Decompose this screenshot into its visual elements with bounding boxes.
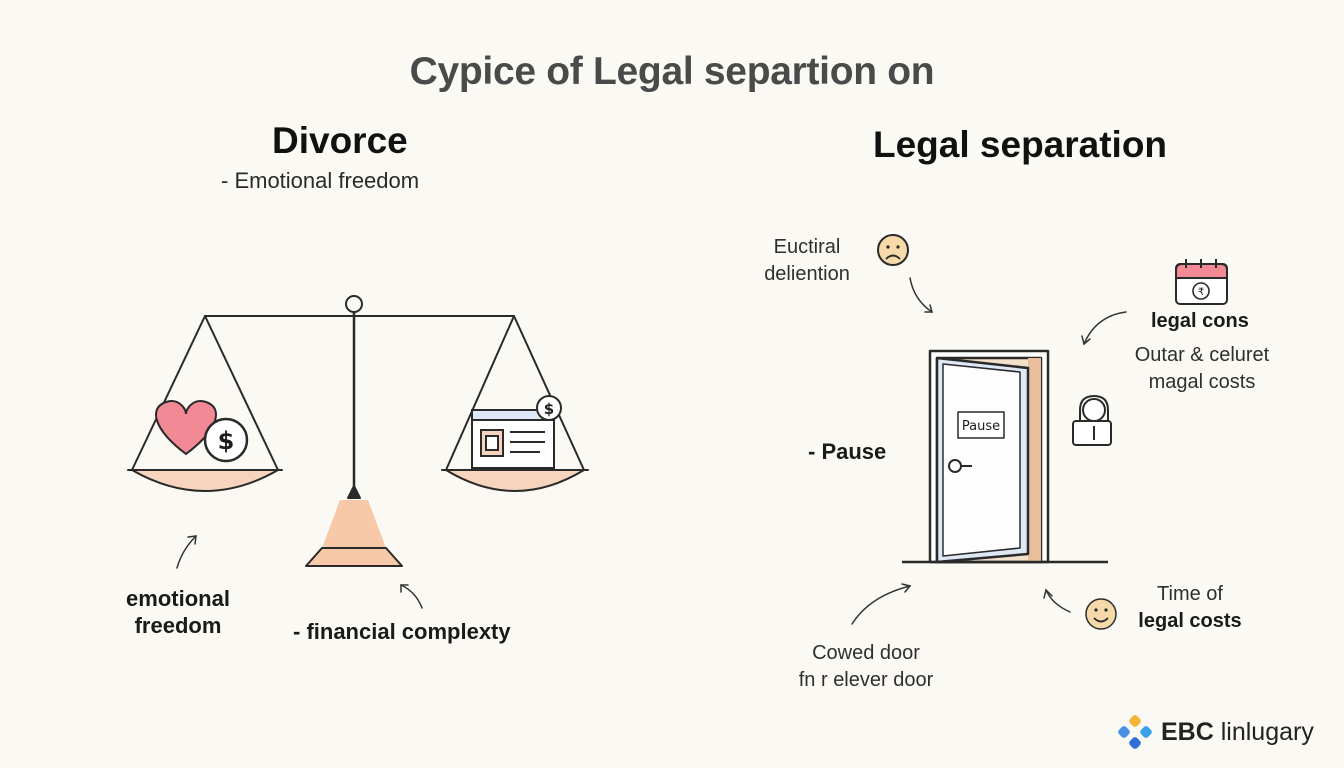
brand-logo-icon — [1118, 715, 1152, 749]
sad-face-icon — [877, 234, 909, 266]
label-emotional-freedom: emotional freedom — [126, 586, 230, 638]
door-frame: Pause — [902, 349, 1108, 564]
note-closed-door: Cowed door fn r elever door — [798, 642, 934, 691]
svg-text:$: $ — [544, 400, 554, 418]
divorce-heading: Divorce — [272, 120, 408, 161]
small-dollar-coin-icon: $ — [536, 395, 562, 421]
divorce-subtitle: - Emotional freedom — [221, 168, 420, 193]
calendar-coin-icon: ₹ — [1175, 259, 1228, 305]
padlock-icon — [1072, 394, 1112, 446]
label-financial-complexity: - financial complexty — [293, 619, 511, 644]
note-time-of-legal-costs: Time of legal costs — [1138, 583, 1242, 632]
svg-text:$: $ — [218, 427, 235, 455]
smiley-face-icon — [1085, 598, 1117, 630]
svg-text:₹: ₹ — [1198, 287, 1204, 298]
heart-icon — [155, 400, 217, 456]
brand-name: EBC linlugary — [1161, 717, 1314, 746]
label-pause: - Pause — [808, 439, 887, 464]
arrows-left — [176, 535, 423, 609]
note-right: Outar & celuret magal costs — [1134, 344, 1270, 393]
svg-text:Pause: Pause — [962, 419, 1000, 434]
brand-logo: EBC linlugary — [1117, 714, 1314, 750]
document-screen-icon — [471, 409, 555, 469]
separation-heading: Legal separation — [873, 124, 1168, 165]
label-legal-cons: legal cons — [1151, 310, 1249, 332]
dollar-coin-icon: $ — [203, 417, 249, 463]
page-title: Cypice of Legal separtion on — [409, 50, 935, 93]
note-top: Euctiral deliention — [764, 236, 850, 285]
balance-scale — [127, 295, 589, 567]
arrows-right — [851, 277, 1127, 625]
